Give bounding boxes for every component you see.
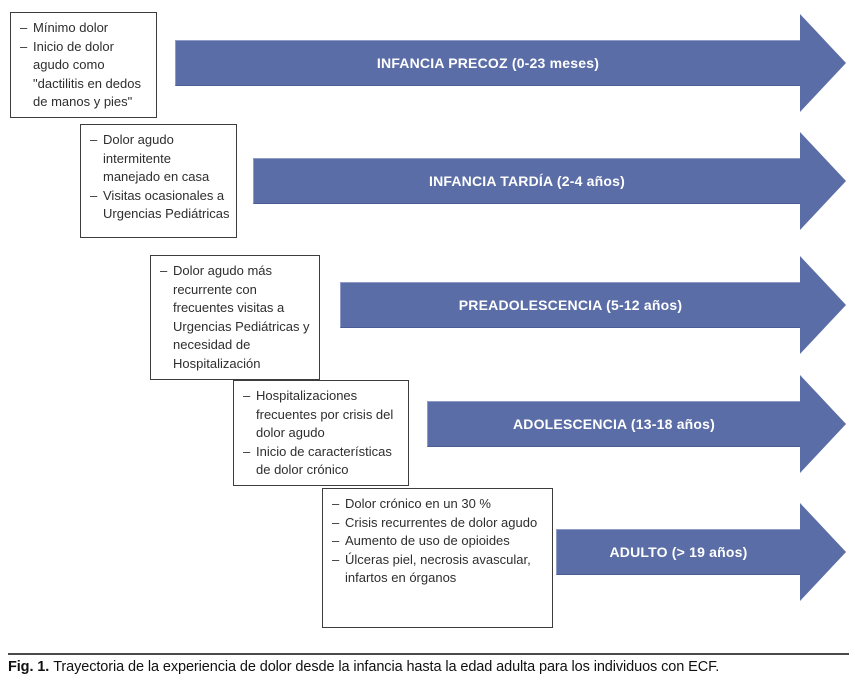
note-bullet: – Dolor agudo intermitente manejado en c… <box>90 131 230 187</box>
note-bullet: – Crisis recurrentes de dolor agudo <box>332 514 546 533</box>
note-bullet: – Mínimo dolor <box>20 19 150 38</box>
arrow-head-icon <box>800 375 846 473</box>
bullet-text: Dolor agudo intermitente manejado en cas… <box>103 132 210 185</box>
bullet-text: Inicio de dolor agudo como "dactilitis e… <box>33 38 141 110</box>
caption-divider <box>8 653 849 655</box>
bullet-text: Crisis recurrentes de dolor agudo <box>345 514 538 530</box>
arrow-shaft: INFANCIA PRECOZ (0-23 meses) <box>175 40 800 86</box>
bullet-dash: – <box>90 187 98 203</box>
bullet-text: Dolor crónico en un 30 % <box>345 496 491 511</box>
arrow-shaft: ADOLESCENCIA (13-18 años) <box>427 401 800 447</box>
bullet-dash: – <box>20 38 28 54</box>
note-box-adolescencia: – Hospitalizaciones frecuentes por crisi… <box>233 380 409 486</box>
figure-caption: Fig. 1.Trayectoria de la experiencia de … <box>8 659 850 675</box>
arrow-label: ADULTO (> 19 años) <box>609 544 748 560</box>
arrow-label: INFANCIA TARDÍA (2-4 años) <box>428 173 626 189</box>
caption-text: Trayectoria de la experiencia de dolor d… <box>53 659 720 675</box>
arrow-head-icon <box>800 503 846 601</box>
bullet-text: Mínimo dolor <box>33 20 109 35</box>
bullet-text: Dolor agudo más recurrente con frecuente… <box>173 263 310 371</box>
note-bullet: – Dolor crónico en un 30 % <box>332 495 546 514</box>
bullet-dash: – <box>243 388 251 403</box>
note-box-adulto: – Dolor crónico en un 30 % – Crisis recu… <box>322 488 553 628</box>
bullet-text: Úlceras piel, necrosis avascular, infart… <box>345 551 531 586</box>
bullet-dash: – <box>332 514 340 530</box>
note-box-preadolescencia: – Dolor agudo más recurrente con frecuen… <box>150 255 320 380</box>
bullet-dash: – <box>332 533 340 549</box>
bullet-dash: – <box>160 263 168 278</box>
arrow-head-icon <box>800 132 846 230</box>
bullet-text: Visitas ocasionales a Urgencias Pediátri… <box>103 187 230 222</box>
bullet-text: Inicio de características de dolor cróni… <box>256 443 392 478</box>
arrow-shaft: INFANCIA TARDÍA (2-4 años) <box>253 158 800 204</box>
note-bullet: – Úlceras piel, necrosis avascular, infa… <box>332 551 546 588</box>
note-bullet: – Aumento de uso de opioides <box>332 532 546 551</box>
note-box-infancia-precoz: – Mínimo dolor – Inicio de dolor agudo c… <box>10 12 157 118</box>
arrow-label: INFANCIA PRECOZ (0-23 meses) <box>376 55 600 71</box>
bullet-dash: – <box>90 132 98 147</box>
bullet-dash: – <box>332 496 340 511</box>
arrow-shaft: PREADOLESCENCIA (5-12 años) <box>340 282 800 328</box>
arrow-head-icon <box>800 256 846 354</box>
note-bullet: – Dolor agudo más recurrente con frecuen… <box>160 262 313 374</box>
arrow-label: PREADOLESCENCIA (5-12 años) <box>458 297 683 313</box>
arrow-head-icon <box>800 14 846 112</box>
bullet-text: Aumento de uso de opioides <box>345 533 510 549</box>
arrow-label: ADOLESCENCIA (13-18 años) <box>512 416 716 432</box>
note-bullet: – Inicio de dolor agudo como "dactilitis… <box>20 38 150 112</box>
bullet-text: Hospitalizaciones frecuentes por crisis … <box>256 388 394 441</box>
note-box-infancia-tardia: – Dolor agudo intermitente manejado en c… <box>80 124 237 238</box>
arrow-shaft: ADULTO (> 19 años) <box>556 529 800 575</box>
note-bullet: – Hospitalizaciones frecuentes por crisi… <box>243 387 402 443</box>
note-bullet: – Visitas ocasionales a Urgencias Pediát… <box>90 187 230 224</box>
bullet-dash: – <box>20 20 28 35</box>
caption-figure-number: Fig. 1. <box>8 659 50 675</box>
note-bullet: – Inicio de características de dolor cró… <box>243 443 402 480</box>
bullet-dash: – <box>243 443 251 459</box>
bullet-dash: – <box>332 551 340 567</box>
